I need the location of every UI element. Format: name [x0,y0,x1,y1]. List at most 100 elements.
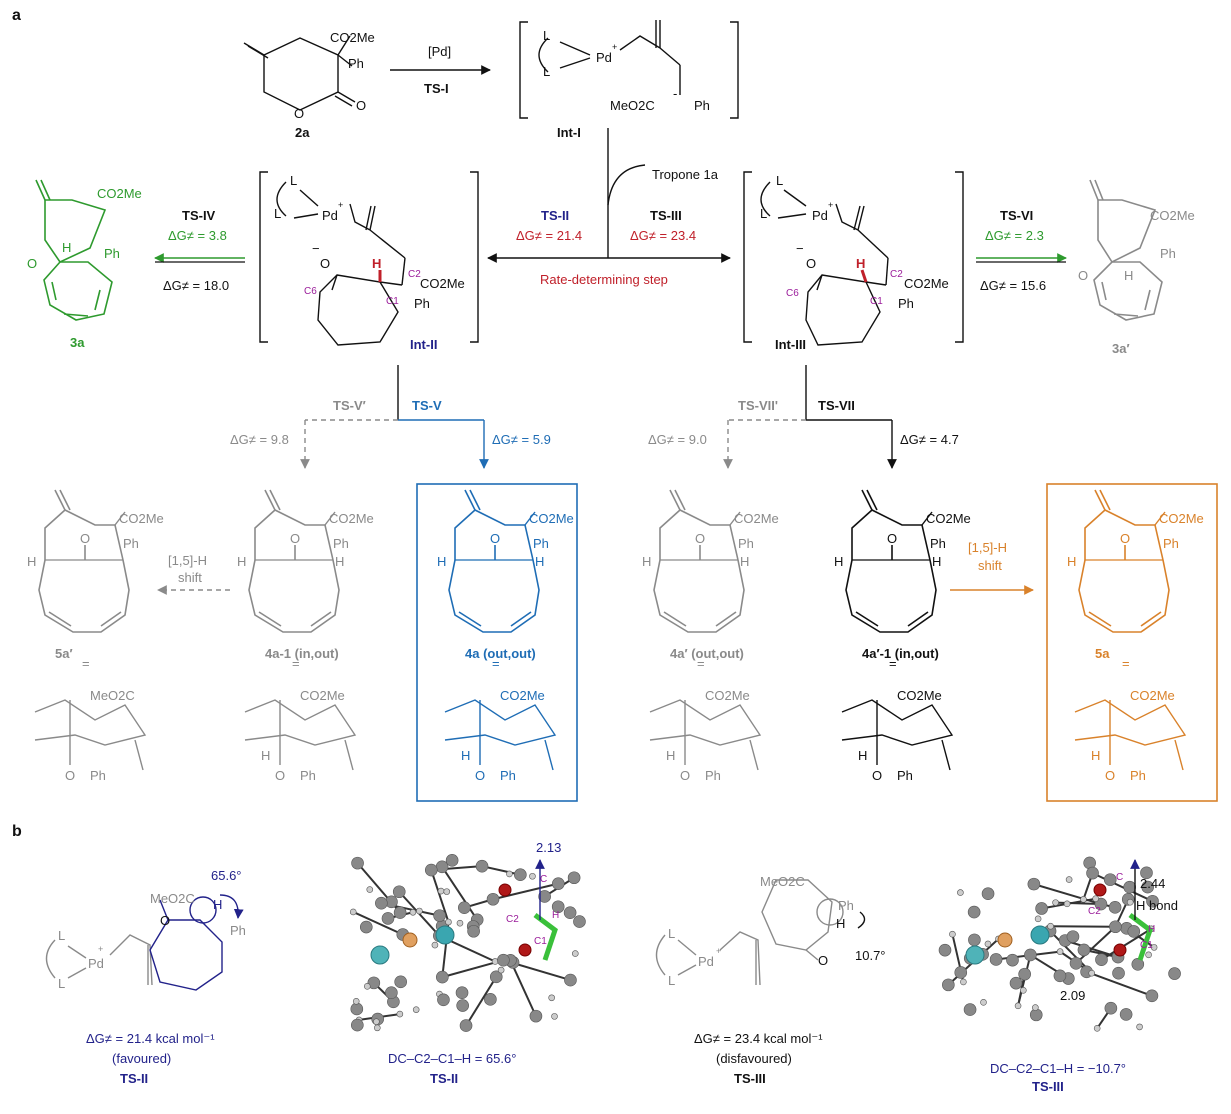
iron-atom [965,945,985,965]
product-3d-ph-4: Ph [897,768,913,783]
product-3d-h-2: H [461,748,470,763]
product-3d-ester-3: CO2Me [705,688,750,703]
ts3-dg: ΔG≠ = 23.4 [630,228,696,243]
hydrogen-atom [1126,898,1134,906]
hydrogen-atom [571,950,579,957]
2a-label: 2a [295,125,310,140]
product-ester-1: CO2Me [329,511,374,526]
highlight-bond [1128,913,1153,961]
carbon-atom [1112,966,1125,980]
product-ring-top-3 [659,509,739,561]
ts5-dg: ΔG≠ = 5.9 [492,432,551,447]
int3-c6: C6 [786,288,799,299]
product-ph-4: Ph [930,536,946,551]
carbon-atom [475,859,489,873]
hydrogen-atom [437,887,445,895]
ts2m-ts: TS-II [430,1071,458,1086]
shift-left-2: shift [178,570,202,585]
product-3d-o-0: O [65,768,75,783]
int2-o: O [320,256,330,271]
compound-3a-prime [1089,179,1163,321]
product-ester-4: CO2Me [926,511,971,526]
product-3d-ester-0: MeO2C [90,688,135,703]
hydrogen-atom [1032,1004,1039,1011]
carbon-atom [967,905,981,919]
product-h2-1: H [335,554,344,569]
carbon-atom [459,1019,473,1032]
product-eq-4: = [889,656,897,671]
hydrogen-atom [1020,986,1027,994]
product-3d-exo-2 [544,739,554,771]
product-ring-bottom-1 [248,559,340,633]
hydrogen-atom [409,908,417,916]
ts2s-ester: MeO2C [150,891,195,906]
carbon-atom [385,986,398,999]
ts2s-angle: 65.6° [211,868,242,883]
carbon-atom [1095,953,1108,967]
product-3d-ph-3: Ph [705,768,721,783]
hydrogen-atom [366,886,374,893]
product-ph-5: Ph [1163,536,1179,551]
shift-right-2: shift [978,558,1002,573]
carbon-atom [938,943,952,957]
2a-ester: CO2Me [330,30,375,45]
product-ester-bond-4 [921,511,933,526]
int1-label: Int-I [557,125,581,140]
hydrogen-atom [352,997,360,1005]
int1-L1: L [543,28,550,43]
product-db1-3 [663,611,687,627]
hydrogen-atom [443,888,451,895]
product-methylene-3 [669,489,681,511]
ts6-label: TS-VI [1000,208,1033,223]
product-ester-bond-5 [1154,511,1166,526]
ts7-dg: ΔG≠ = 4.7 [900,432,959,447]
product-db2-0 [100,611,122,627]
phosphorus-atom [402,932,418,948]
ts2s-h: H [213,897,222,912]
product-3d-ph-2: Ph [500,768,516,783]
carbon-atom [381,912,395,925]
carbon-atom [489,970,503,984]
model-bond [465,976,498,1027]
hydrogen-atom [1088,969,1096,977]
model-bond [430,869,450,923]
ts3s-ts: TS-III [734,1071,766,1086]
product-3d-o-4: O [872,768,882,783]
product-ph-3: Ph [738,536,754,551]
product-db1-2 [458,611,482,627]
model-bond [1050,925,1116,928]
product-db2-5 [1140,611,1162,627]
carbon-atom [1104,1001,1118,1015]
panel-label-b: b [12,823,22,840]
ts3m-c1: C1 [1140,940,1153,951]
ts5-prime-dg: ΔG≠ = 9.8 [230,432,289,447]
carbon-atom [393,906,407,919]
ts3m-dist1: 2.44 [1140,876,1165,891]
ts3s-note: (disfavoured) [716,1051,792,1066]
carbon-atom [1035,902,1048,915]
product-ester-bond-2 [524,511,536,526]
carbon-atom [351,856,364,870]
ts2-3d-model [349,854,586,1032]
carbon-atom [1069,956,1083,970]
product-3d-exo-1 [344,739,354,771]
hydrogen-atom [445,918,452,926]
carbon-atom [963,1003,977,1016]
product-ph-2: Ph [533,536,549,551]
ts2s-dg: ΔG≠ = 21.4 kcal mol⁻¹ [86,1031,215,1046]
product-ring-top-1 [254,509,334,561]
carbon-atom [1123,880,1136,894]
ts1-label: TS-I [424,81,449,96]
carbon-atom [968,933,981,947]
oxygen-atom [498,883,512,897]
product-eq-0: = [82,656,90,671]
carbon-atom [514,868,527,882]
ts3s-pd: Pd [698,954,714,969]
carbon-atom [486,892,500,906]
int3-minus: − [796,241,804,256]
model-bond [1075,926,1117,965]
carbon-atom [424,863,438,877]
product-label-1: 4a-1 (in,out) [265,646,339,661]
